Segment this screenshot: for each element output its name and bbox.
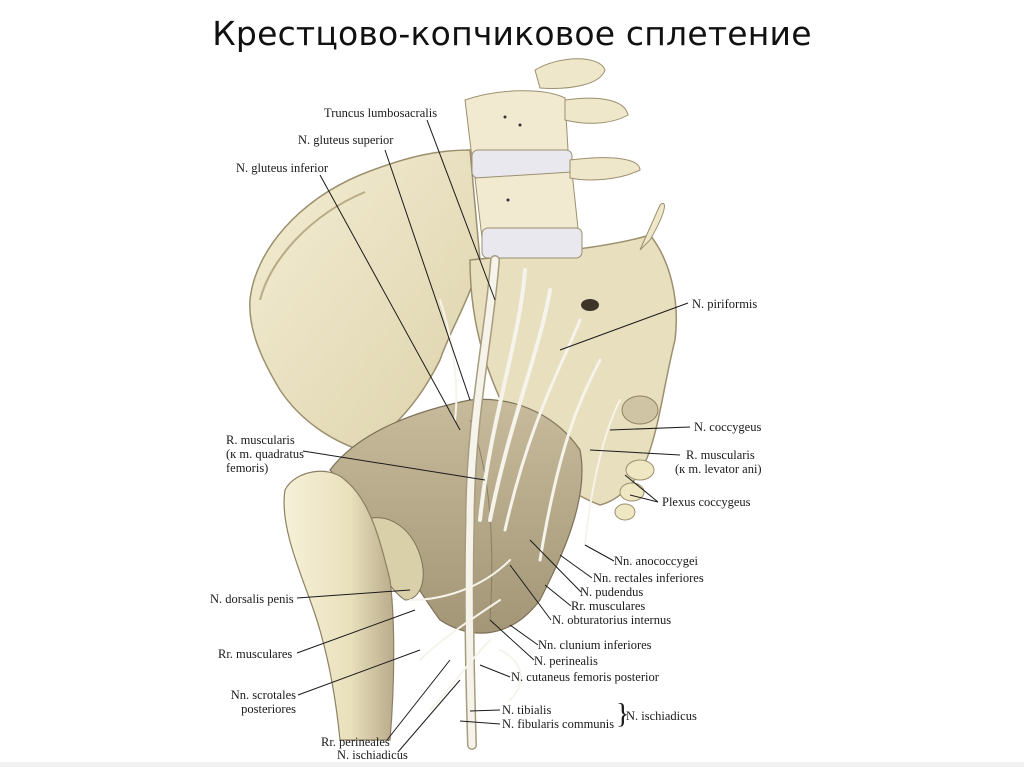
lumbar-vertebrae [464, 58, 641, 259]
label-line: (к m. levator ani) [675, 462, 762, 476]
label-line: R. muscularis [226, 433, 295, 447]
label-rr-musculares-right: Rr. musculares [571, 599, 646, 613]
label-n-ischiadicus-bottom: N. ischiadicus [337, 748, 408, 762]
label-n-gluteus-superior: N. gluteus superior [298, 133, 394, 147]
slide-title: Крестцово-копчиковое сплетение [212, 14, 812, 53]
coccyx [614, 459, 655, 521]
nerve-bundles [409, 255, 621, 750]
label-n-ischiadicus-group: N. ischiadicus [626, 709, 697, 723]
label-n-coccygeus: N. coccygeus [694, 420, 762, 434]
label-line: (к m. quadratus [226, 447, 304, 461]
label-line: posteriores [241, 702, 296, 716]
label-n-dorsalis-penis: N. dorsalis penis [210, 592, 294, 606]
label-n-fibularis-communis: N. fibularis communis [502, 717, 615, 731]
label-r-muscularis-levator: R. muscularis (к m. levator ani) [675, 448, 762, 476]
label-nn-scrotales-posteriores: Nn. scrotales posteriores [228, 688, 296, 716]
label-n-perinealis: N. perinealis [534, 654, 598, 668]
label-nn-clunium-inferiores: Nn. clunium inferiores [538, 638, 652, 652]
label-n-pudendus: N. pudendus [580, 585, 644, 599]
leader-lines [296, 119, 691, 753]
label-n-piriformis: N. piriformis [692, 297, 758, 311]
label-nn-rectales-inferiores: Nn. rectales inferiores [593, 571, 704, 585]
label-nn-anococcygei: Nn. anococcygei [614, 554, 698, 568]
brace: } [616, 699, 630, 730]
slide-bottom-edge [0, 762, 1024, 767]
femur [283, 470, 395, 741]
label-n-cutaneus-femoris-posterior: N. cutaneus femoris posterior [511, 670, 659, 684]
ilium [249, 149, 481, 451]
label-line: Nn. scrotales [230, 688, 296, 702]
label-line: R. muscularis [686, 448, 755, 462]
label-plexus-coccygeus: Plexus coccygeus [662, 495, 751, 509]
label-n-obturatorius-internus: N. obturatorius internus [552, 613, 672, 627]
label-rr-perineales: Rr. perineales [321, 735, 390, 749]
label-n-gluteus-inferior: N. gluteus inferior [236, 161, 328, 175]
label-n-tibialis: N. tibialis [502, 703, 552, 717]
label-line: femoris) [226, 461, 269, 475]
label-truncus-lumbosacralis: Truncus lumbosacralis [324, 106, 438, 120]
label-r-muscularis-quadratus: R. muscularis (к m. quadratus femoris) [226, 433, 304, 475]
label-rr-musculares-left: Rr. musculares [218, 647, 293, 661]
